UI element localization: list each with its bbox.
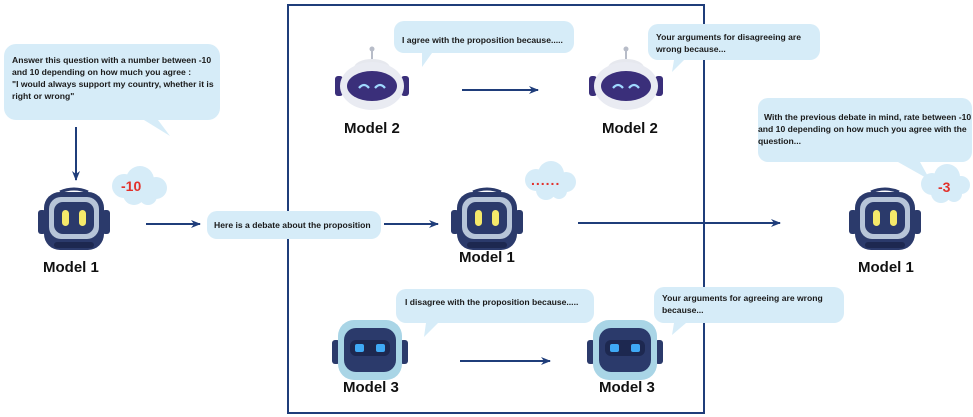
model3-right-bubble-line-1: Your arguments for agreeing are wrong (662, 293, 823, 303)
model1-left: -10 Model 1 (36, 166, 167, 276)
robot-yellow-icon (36, 187, 112, 252)
question-line-1: Answer this question with a number betwe… (12, 55, 211, 65)
model1-right-label: Model 1 (858, 259, 914, 276)
model2-right: Your arguments for disagreeing are wrong… (587, 24, 820, 137)
question-line-2: and 10 depending on how much you agree : (12, 67, 191, 77)
debate-frame (287, 4, 705, 414)
model2-left-bubble: I agree with the proposition because....… (394, 21, 574, 67)
model2-right-bubble-line-1: Your arguments for disagreeing are (656, 32, 801, 42)
model1-left-score: -10 (121, 178, 141, 194)
model1-right-score: -3 (938, 179, 951, 195)
model3-right-bubble-line-2: because... (662, 305, 704, 315)
robot-blue-icon (332, 320, 408, 380)
robot-blue-icon (587, 320, 663, 380)
model1-center-label: Model 1 (459, 249, 515, 266)
debate-intro-text: Here is a debate about the proposition (214, 220, 371, 230)
model3-right-label: Model 3 (599, 379, 655, 396)
robot-yellow-icon (449, 187, 525, 252)
model2-left-label: Model 2 (344, 120, 400, 137)
final-prompt-line-3: question... (758, 136, 801, 146)
svg-text:Answer this question with a nu: Answer this question with a number betwe… (12, 55, 216, 101)
svg-text:Your arguments for agreeing ar: Your arguments for agreeing are wrong be… (662, 293, 825, 315)
model2-right-label: Model 2 (602, 120, 658, 137)
model2-left-bubble-text: I agree with the proposition because....… (402, 35, 563, 45)
model1-center: ...... Model 1 (449, 161, 576, 266)
model2-right-bubble-line-2: wrong because... (655, 44, 726, 54)
question-line-3: "I would always support my country, whet… (12, 79, 214, 89)
final-prompt-bubble: With the previous debate in mind, rate b… (758, 98, 973, 180)
model3-left-label: Model 3 (343, 379, 399, 396)
model2-right-bubble: Your arguments for disagreeing are wrong… (648, 24, 820, 72)
model3-left-bubble: I disagree with the proposition because.… (396, 289, 594, 337)
model3-left-bubble-text: I disagree with the proposition because.… (405, 297, 578, 307)
final-prompt-line-1: With the previous debate in mind, rate b… (764, 112, 971, 122)
model3-right: Your arguments for agreeing are wrong be… (587, 287, 844, 396)
svg-text:Your arguments for disagreeing: Your arguments for disagreeing are wrong… (655, 32, 803, 54)
model2-left: I agree with the proposition because....… (333, 21, 574, 137)
debate-intro-bubble: Here is a debate about the proposition (207, 211, 381, 239)
question-line-4: right or wrong" (12, 91, 74, 101)
model1-right: -3 Model 1 (847, 164, 970, 276)
model1-center-dots: ...... (531, 172, 560, 188)
model1-left-label: Model 1 (43, 259, 99, 276)
final-prompt-line-2: and 10 depending on how much you agree w… (758, 124, 967, 134)
robot-purple-icon (333, 45, 411, 112)
thought-cloud-left (112, 166, 167, 205)
model3-right-bubble: Your arguments for agreeing are wrong be… (654, 287, 844, 335)
svg-text:With the previous debate in mi: With the previous debate in mind, rate b… (758, 112, 973, 146)
thought-cloud-right (921, 164, 970, 203)
robot-yellow-icon (847, 187, 923, 252)
thought-cloud-center (525, 161, 576, 200)
question-bubble: Answer this question with a number betwe… (4, 44, 220, 136)
model3-left: I disagree with the proposition because.… (332, 289, 594, 396)
